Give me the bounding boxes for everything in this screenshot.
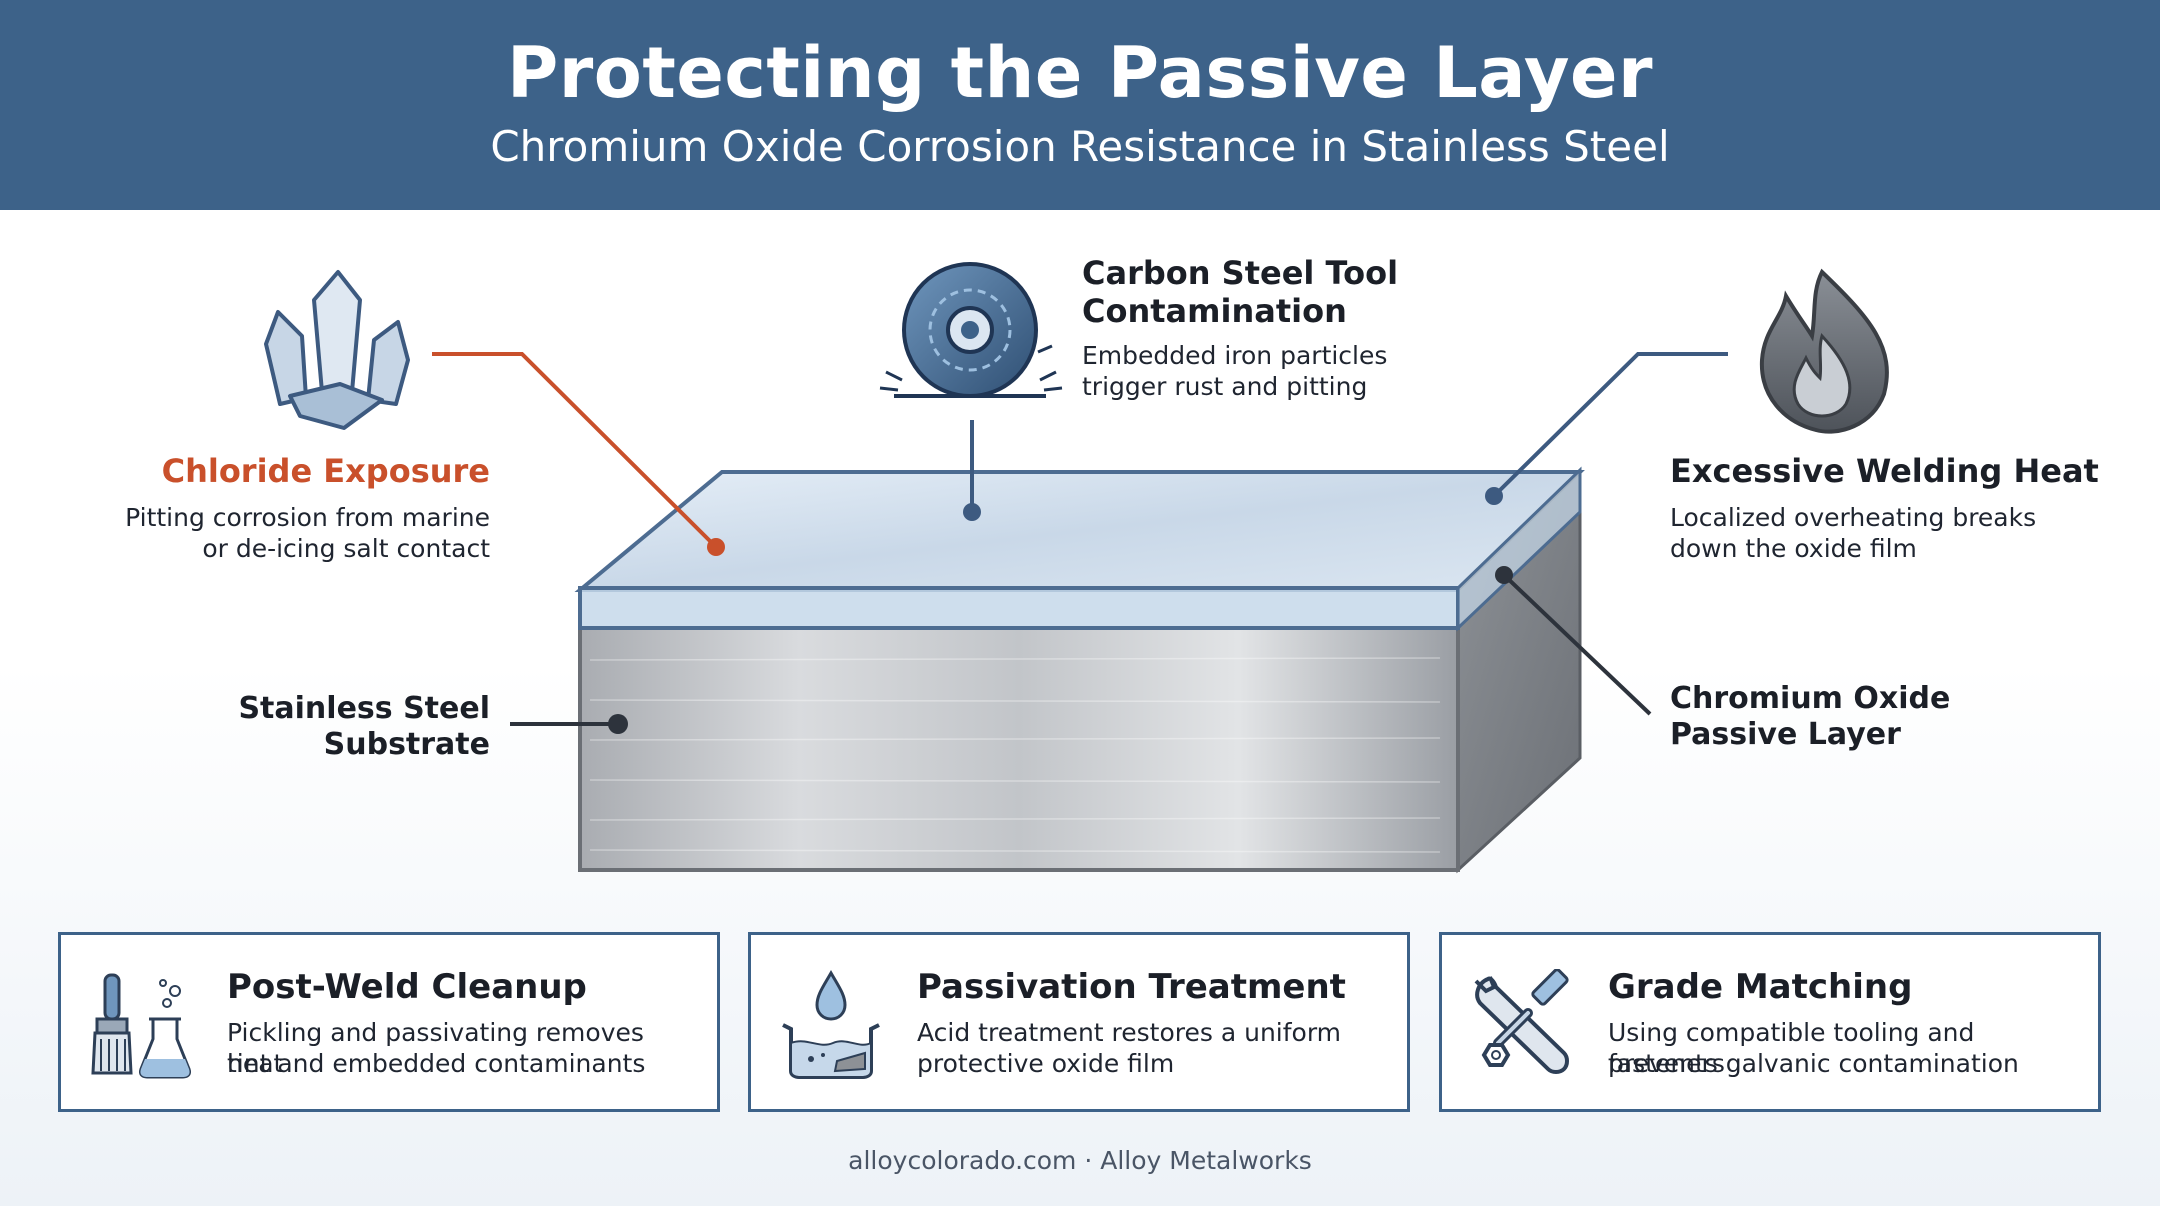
chloride-marker <box>707 538 725 556</box>
grinding-wheel-icon <box>879 262 1063 398</box>
card-desc-line1: Using compatible tooling and fasteners <box>1608 1018 1975 1078</box>
wrench-bolt-icon <box>1474 969 1569 1074</box>
chloride-title: Chloride Exposure <box>161 452 490 490</box>
card-title: Grade Matching <box>1608 967 1913 1007</box>
carbon-desc-line1: Embedded iron particles <box>1082 341 1388 370</box>
brushed-texture <box>589 657 1441 853</box>
substrate-title-line1: Stainless Steel <box>238 691 490 726</box>
welding-leader <box>1492 352 1728 498</box>
block-top-face <box>574 470 1585 592</box>
oxide-title-line2: Passive Layer <box>1670 717 1901 752</box>
brush-flask-icon <box>91 973 191 1079</box>
block-front-face <box>578 626 1460 872</box>
footer-credit: alloycolorado.com · Alloy Metalworks <box>848 1146 1312 1175</box>
chloride-desc-line1: Pitting corrosion from marine <box>125 503 490 532</box>
welding-marker <box>1485 487 1503 505</box>
card-desc-line2: prevents galvanic contamination <box>1608 1049 2019 1078</box>
header-banner: Protecting the Passive Layer Chromium Ox… <box>0 0 2160 210</box>
card-title: Passivation Treatment <box>917 967 1346 1007</box>
chloride-leader <box>432 352 718 549</box>
substrate-title-line2: Substrate <box>323 727 490 762</box>
carbon-title-line1: Carbon Steel Tool <box>1082 254 1399 292</box>
card-title: Post-Weld Cleanup <box>227 967 587 1007</box>
oxide-title-line1: Chromium Oxide <box>1670 681 1951 716</box>
oxide-marker <box>1495 566 1513 584</box>
card-desc-line1: Acid treatment restores a uniform <box>917 1018 1342 1047</box>
page-title: Protecting the Passive Layer <box>506 32 1654 114</box>
carbon-marker <box>963 503 981 521</box>
oxide-layer-front <box>578 586 1460 630</box>
page-subtitle: Chromium Oxide Corrosion Resistance in S… <box>490 122 1670 171</box>
card-desc-line1: Pickling and passivating removes heat <box>227 1018 644 1078</box>
welding-desc-line2: down the oxide film <box>1670 534 1917 563</box>
chloride-desc-line2: or de-icing salt contact <box>202 534 490 563</box>
oxide-layer-side <box>1456 466 1582 632</box>
welding-desc-line1: Localized overheating breaks <box>1670 503 2037 532</box>
card-post-weld-cleanup: Post-Weld Cleanup Pickling and passivati… <box>58 932 720 1112</box>
crystal-icon <box>264 270 410 430</box>
carbon-title-line2: Contamination <box>1082 292 1347 330</box>
carbon-desc-line2: trigger rust and pitting <box>1082 372 1368 401</box>
oxide-leader <box>1502 573 1652 716</box>
acid-bath-icon <box>782 969 880 1079</box>
leader-lines <box>432 352 1728 726</box>
card-desc-line2: protective oxide film <box>917 1049 1175 1078</box>
flame-icon <box>1759 268 1889 434</box>
welding-title: Excessive Welding Heat <box>1670 452 2099 490</box>
card-grade-matching: Grade Matching Using compatible tooling … <box>1439 932 2101 1112</box>
substrate-marker <box>608 714 628 734</box>
card-passivation-treatment: Passivation Treatment Acid treatment res… <box>748 932 1410 1112</box>
card-desc-line2: tint and embedded contaminants <box>227 1049 646 1078</box>
steel-block <box>574 466 1585 874</box>
